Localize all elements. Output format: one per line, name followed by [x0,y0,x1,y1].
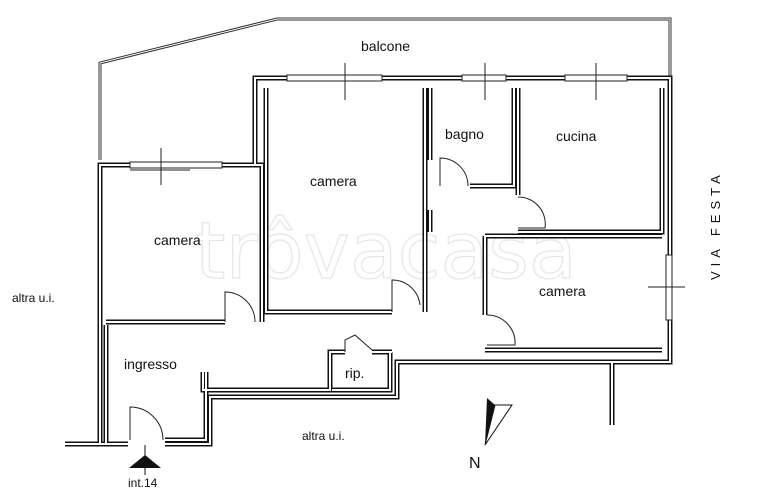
windows [129,63,685,321]
room-label-bathroom: bagno [445,126,484,142]
doors [129,157,546,441]
room-label-bedroom-left: camera [154,232,201,248]
wall [332,352,391,391]
wall [470,88,515,187]
wall [265,88,392,313]
watermark: trôvacasa [195,207,577,297]
wall [99,164,130,444]
room-label-kitchen: cucina [556,128,597,144]
walls [65,75,673,447]
wall [165,372,207,441]
compass-label: N [469,455,481,472]
room-label-bedroom-center: camera [310,173,357,189]
wall [627,77,671,255]
entrance-arrow-icon [129,445,161,475]
room-label-bedroom-right: camera [539,283,586,299]
wall [252,75,287,165]
street-label: VIA FESTA [708,170,723,280]
wall [518,88,663,233]
wall [200,349,345,393]
wall [165,372,209,443]
entrance-label: int.14 [128,476,158,490]
wall [103,325,128,447]
wall [165,320,671,445]
wall [105,325,128,445]
room-label-entrance: ingresso [124,356,177,372]
neighbor-label-left: altra u.i. [12,291,55,305]
wall [165,320,673,447]
wall [222,164,263,322]
neighbor-label-bottom: altra u.i. [302,429,345,443]
room-label-balcony: balcone [361,38,410,54]
wall [202,351,345,391]
room-label-storage: rip. [345,365,364,381]
wall [254,77,287,165]
north-arrow-icon [484,398,513,446]
